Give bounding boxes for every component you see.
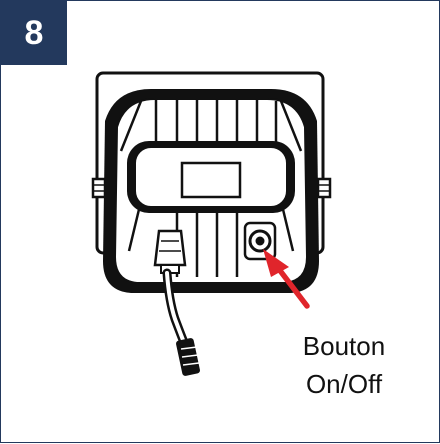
callout-label-line2: On/Off — [305, 369, 383, 399]
step-number-badge: 8 — [1, 1, 67, 65]
left-bolt-icon — [91, 177, 107, 199]
cable-connector-icon — [176, 338, 200, 376]
right-bolt-icon — [316, 177, 332, 199]
arrow-icon — [263, 249, 310, 309]
label-plate — [180, 161, 242, 199]
step-number: 8 — [24, 13, 44, 52]
power-button-icon — [243, 221, 277, 261]
callout-label-line1: Bouton — [302, 331, 386, 361]
